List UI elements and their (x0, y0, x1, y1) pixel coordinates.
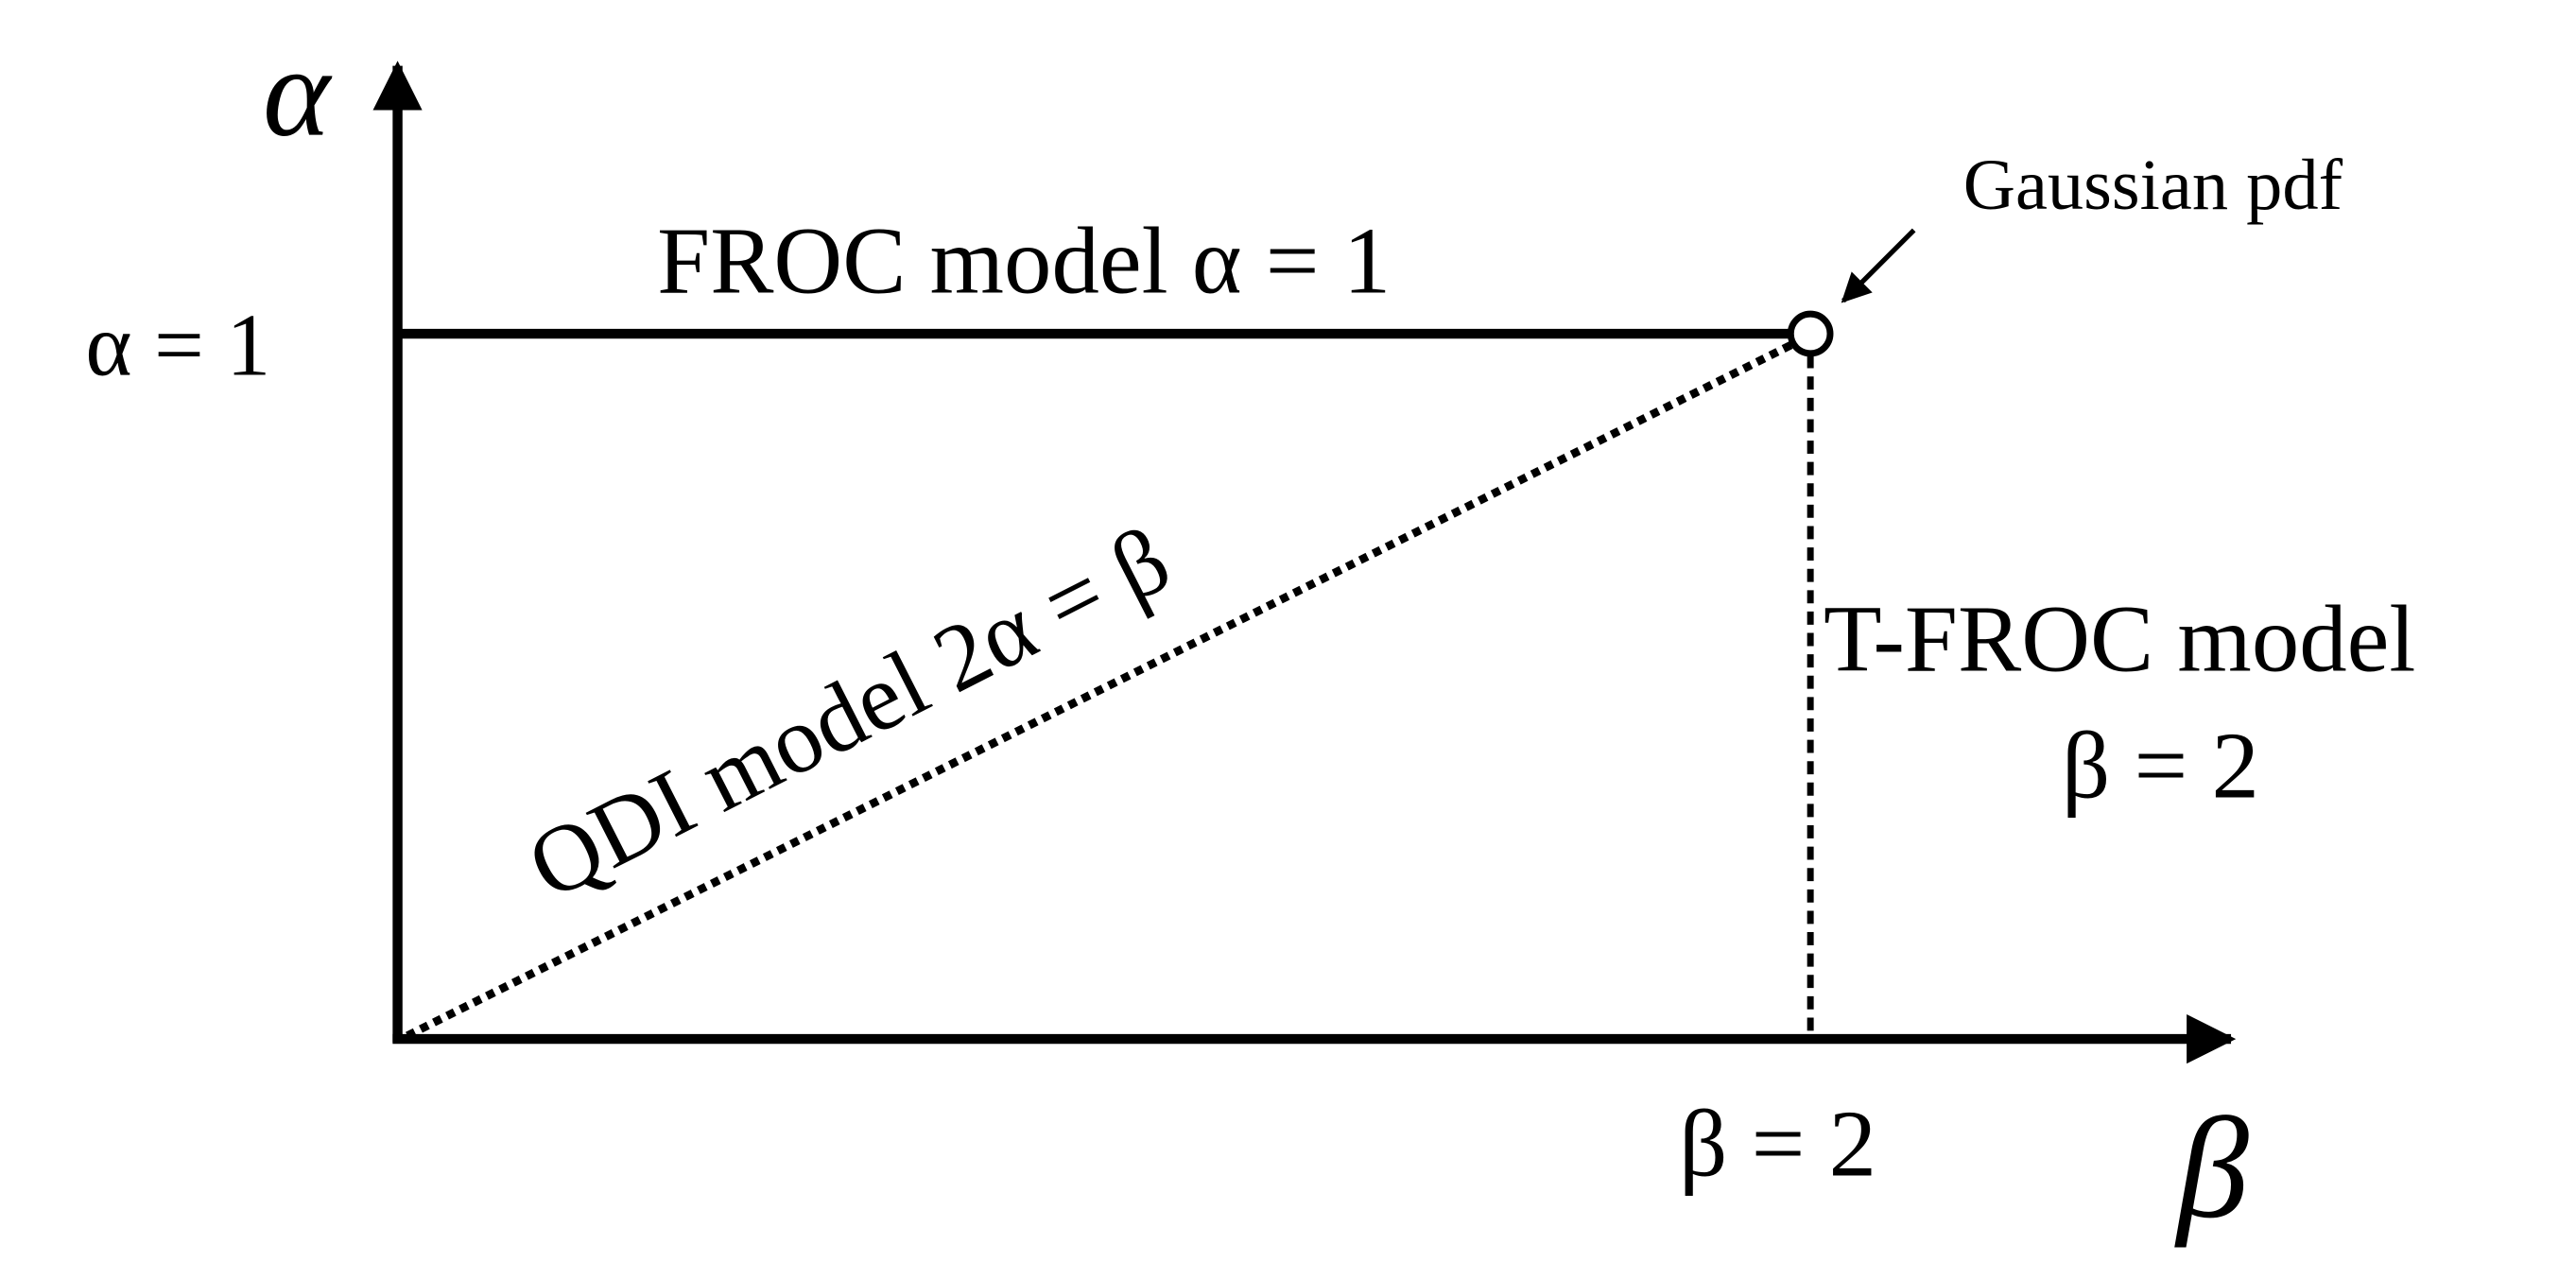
qdi-label: QDI model 2α = β (511, 506, 1185, 919)
froc-label: FROC model α = 1 (657, 208, 1391, 314)
tfroc-label: T-FROC model (1824, 586, 2415, 692)
gaussian-label: Gaussian pdf (1963, 145, 2343, 225)
qdi-line (406, 339, 1796, 1040)
x-tick-label: β = 2 (1679, 1090, 1876, 1196)
gaussian-point (1787, 310, 1834, 357)
x-axis-label: β (2174, 1089, 2249, 1249)
y-tick-label: α = 1 (85, 296, 270, 394)
tfroc-beta-label: β = 2 (2062, 712, 2259, 818)
y-axis-label: α (263, 22, 333, 164)
gaussian-pointer-arrow (1841, 228, 1916, 303)
